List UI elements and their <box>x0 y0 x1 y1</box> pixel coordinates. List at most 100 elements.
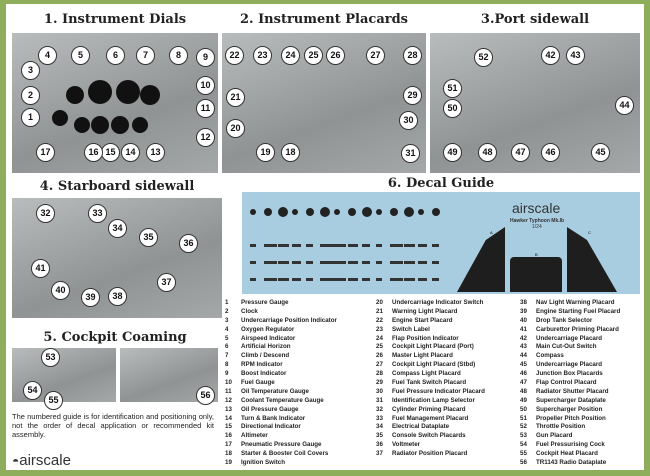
decal-mark <box>320 244 334 247</box>
decal-mark <box>306 208 314 216</box>
callout-placards: 19 <box>256 143 275 162</box>
decal-mark <box>418 261 427 264</box>
gauge-dial <box>116 80 140 104</box>
disclaimer-note: The numbered guide is for identification… <box>12 412 214 439</box>
legend-label: Pressure Gauge <box>241 299 289 306</box>
gauge-dial <box>111 116 129 134</box>
callout-starboard: 39 <box>81 288 100 307</box>
legend-label: Artificial Horizon <box>241 343 291 351</box>
gauge-dial <box>140 85 160 105</box>
callout-placards: 30 <box>399 111 418 130</box>
legend-number: 13 <box>225 405 232 413</box>
decal-mark <box>376 209 382 215</box>
legend-number: 10 <box>225 379 232 387</box>
legend-number: 26 <box>376 352 383 360</box>
callout-dials: 2 <box>21 86 40 105</box>
legend-number: 28 <box>376 370 383 378</box>
legend-number: 56 <box>520 459 527 467</box>
legend-number: 40 <box>520 316 527 324</box>
decal-mark <box>320 278 334 281</box>
callout-dials: 11 <box>196 99 215 118</box>
decal-mark <box>390 261 403 264</box>
callout-placards: 28 <box>403 46 422 65</box>
legend-number: 12 <box>225 396 232 404</box>
legend-label: Flap Control Placard <box>536 379 597 387</box>
callout-placards: 26 <box>326 46 345 65</box>
callout-port: 46 <box>541 143 560 162</box>
legend-number: 16 <box>225 432 232 440</box>
legend-number: 49 <box>520 396 527 404</box>
callout-placards: 23 <box>253 46 272 65</box>
legend-label: Electrical Dataplate <box>392 423 450 431</box>
callout-dials: 7 <box>136 46 155 65</box>
legend-number: 15 <box>225 423 232 431</box>
legend-number: 41 <box>520 325 527 333</box>
legend-label: Compass <box>536 352 564 360</box>
legend-label: Cockpit Light Placard (Port) <box>392 343 474 351</box>
legend-label: Oil Temperature Gauge <box>241 387 309 395</box>
legend-number: 36 <box>376 441 383 449</box>
callout-coaming: 54 <box>23 381 42 400</box>
legend-label: Fuel Pressure Indicator Placard <box>392 387 485 395</box>
callout-dials: 1 <box>21 108 40 127</box>
decal-mark <box>278 261 289 264</box>
callout-starboard: 41 <box>31 259 50 278</box>
callout-dials: 9 <box>196 48 215 67</box>
decal-mark <box>278 244 289 247</box>
legend-label: Supercharger Dataplate <box>536 396 606 404</box>
legend-label: Fuel Tank Switch Placard <box>392 379 467 387</box>
legend-label: Fuel Pressurising Cock <box>536 441 605 449</box>
decal-mark <box>292 278 301 281</box>
legend-number: 2 <box>225 307 229 315</box>
legend-label: Cockpit Heat Placard <box>536 450 598 458</box>
legend-number: 42 <box>520 334 527 342</box>
gauge-dial <box>74 117 90 133</box>
decal-mark <box>278 278 289 281</box>
legend-number: 9 <box>225 370 229 378</box>
callout-dials: 13 <box>146 143 165 162</box>
decal-mark <box>404 244 415 247</box>
legend-label: Cylinder Priming Placard <box>392 405 466 413</box>
legend-label: Identification Lamp Selector <box>392 396 475 404</box>
callout-port: 50 <box>443 99 462 118</box>
decal-mark <box>306 278 313 281</box>
legend-number: 20 <box>376 299 383 306</box>
decal-panel-b <box>510 257 562 292</box>
legend-label: Throttle Position <box>536 423 586 431</box>
legend-label: Supercharger Position <box>536 405 603 413</box>
legend-number: 17 <box>225 441 232 449</box>
callout-placards: 25 <box>304 46 323 65</box>
decal-mark <box>306 244 313 247</box>
legend-label: Undercarriage Placard <box>536 334 603 342</box>
legend-number: 23 <box>376 325 383 333</box>
callout-placards: 24 <box>281 46 300 65</box>
callout-dials: 5 <box>71 46 90 65</box>
gauge-dial <box>132 117 148 133</box>
decal-scale: 1/24 <box>532 224 542 230</box>
decal-sheet: airscale Hawker Typhoon Mk.Ib 1/24 A B C <box>242 192 640 294</box>
legend-label: Undercarriage Indicator Switch <box>392 299 484 306</box>
